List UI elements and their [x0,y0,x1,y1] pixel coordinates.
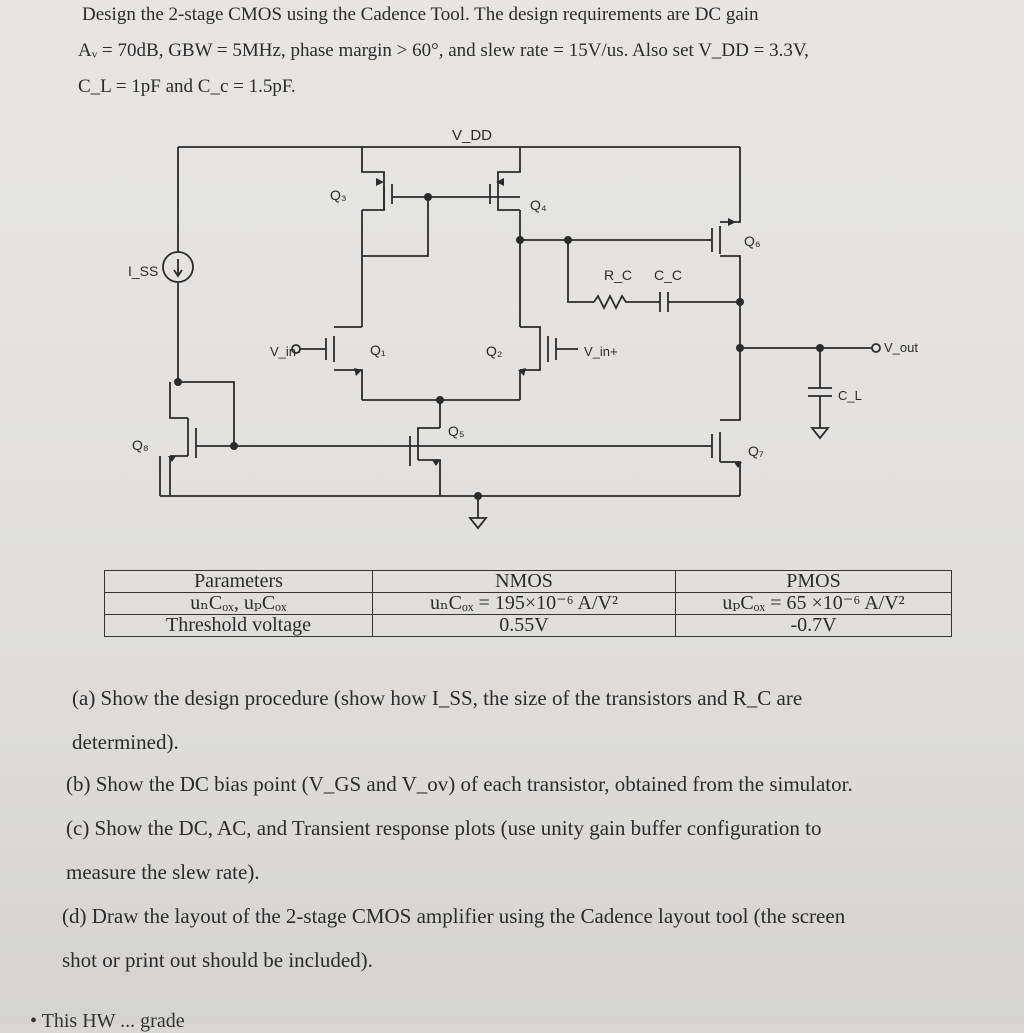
question-c-line-1: (c) Show the DC, AC, and Transient respo… [66,816,822,840]
q3-label: Q₃ [330,187,347,203]
question-d-line-2: shot or print out should be included). [62,948,373,972]
q6-label: Q₆ [744,233,761,249]
table-cell: Threshold voltage [104,614,373,637]
q1-label: Q₁ [370,342,386,358]
question-a-line-2: determined). [72,730,179,754]
problem-line-3: C_L = 1pF and C_c = 1.5pF. [78,76,296,97]
question-a-line-1: (a) Show the design procedure (show how … [72,686,803,710]
two-stage-cmos-schematic: V_DD I_SS V_in- V_in+ V_out R_C C_C C_L … [128,127,918,530]
vin-plus-label: V_in+ [584,344,618,359]
vin-minus-label: V_in- [270,344,300,359]
table-cell: uₚCₒₓ = 65 ×10⁻⁶ A/V² [675,592,952,615]
header-nmos: NMOS [372,570,676,593]
parameters-table: Parameters NMOS PMOS uₙCₒₓ, uₚCₒₓ uₙCₒₓ … [104,570,952,637]
vdd-label: V_DD [452,127,492,144]
question-c-line-2: measure the slew rate). [66,860,260,884]
table-cell: -0.7V [675,614,952,637]
vout-label: V_out [884,340,918,355]
problem-line-1: Design the 2-stage CMOS using the Cadenc… [82,4,759,25]
q2-label: Q₂ [486,343,502,359]
table-header-row: Parameters NMOS PMOS [104,570,952,593]
q5-label: Q₅ [448,423,465,439]
cut-off-footer-text: • This HW ... grade [30,1010,185,1032]
table-cell: uₙCₒₓ, uₚCₒₓ [104,592,373,615]
q4-label: Q₄ [530,197,547,213]
question-b: (b) Show the DC bias point (V_GS and V_o… [66,772,853,796]
table-row: Threshold voltage 0.55V -0.7V [104,614,952,637]
cl-label: C_L [838,388,862,403]
table-cell: uₙCₒₓ = 195×10⁻⁶ A/V² [372,592,676,615]
rc-label: R_C [604,267,632,283]
question-d-line-1: (d) Draw the layout of the 2-stage CMOS … [62,904,846,928]
cc-label: C_C [654,267,682,283]
table-cell: 0.55V [372,614,676,637]
header-pmos: PMOS [675,570,952,593]
q8-label: Q₈ [132,437,149,453]
problem-line-2: Aᵥ = 70dB, GBW = 5MHz, phase margin > 60… [78,40,809,61]
table-row: uₙCₒₓ, uₚCₒₓ uₙCₒₓ = 195×10⁻⁶ A/V² uₚCₒₓ… [104,592,952,615]
q7-label: Q₇ [748,443,764,459]
header-parameters: Parameters [104,570,373,593]
iss-label: I_SS [128,263,158,279]
